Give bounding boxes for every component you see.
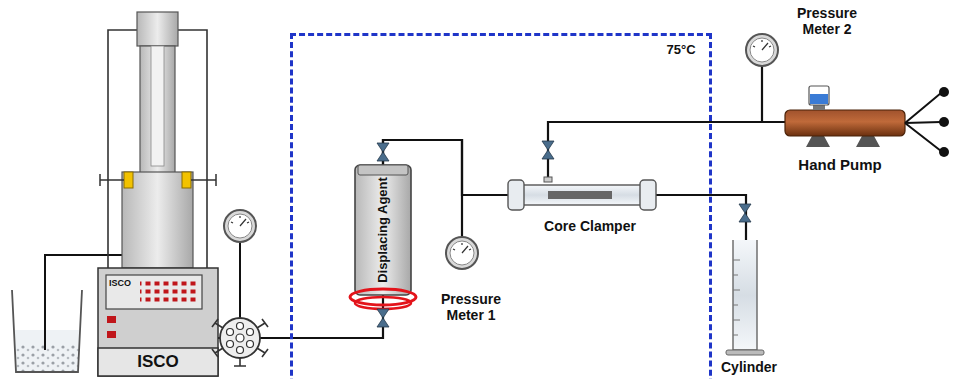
pressure-gauge — [224, 210, 256, 242]
six-port-valve — [237, 347, 244, 354]
label-slot: Pressure Meter 1 — [427, 289, 515, 325]
piston-vessel — [350, 165, 416, 309]
six-port-valve — [237, 323, 244, 330]
syringe-pump — [98, 348, 218, 376]
oven-region: 75°C Displacing AgentPressure Meter 1 Core… — [290, 33, 712, 379]
component-label: Cylinder — [706, 359, 792, 375]
pressure-meter: Pressure Meter 2 — [747, 35, 777, 65]
graduated-cylinder — [733, 260, 740, 335]
hand-pump: Hand Pump — [785, 110, 905, 136]
syringe-pump — [98, 12, 218, 376]
hand-pump — [905, 93, 941, 151]
core-holder — [548, 191, 612, 199]
six-port-valve — [227, 329, 234, 336]
hand-pump — [939, 87, 949, 97]
vessel-label: Displacing Agent — [376, 170, 391, 290]
syringe-pump — [98, 268, 218, 376]
label-slot: Cylinder — [706, 358, 792, 376]
syringe-pump — [100, 174, 216, 186]
graduated-cylinder — [726, 350, 764, 355]
pump-base: ISCO ISCO — [98, 268, 218, 376]
syringe-pump — [107, 316, 116, 323]
six-port-valve — [212, 319, 268, 366]
needle-valve — [739, 204, 751, 222]
pressure-gauge — [446, 237, 478, 269]
syringe-pump — [106, 275, 202, 309]
six-port-valve — [227, 341, 234, 348]
graduated-cylinder: Cylinder — [733, 240, 759, 355]
hand-pump — [809, 86, 829, 105]
pressure-gauge — [750, 38, 774, 62]
hand-pump — [785, 86, 949, 157]
beaker — [12, 290, 82, 372]
piston-vessel — [358, 165, 408, 175]
pressure-gauge — [450, 241, 474, 265]
pressure-gauge — [746, 34, 778, 66]
syringe-pump — [182, 172, 191, 188]
pressure-gauge — [228, 214, 252, 238]
piston-vessel — [355, 297, 411, 309]
syringe-pump — [151, 46, 164, 166]
core-holder — [508, 177, 656, 210]
needle-valve — [542, 141, 554, 159]
pressure-gauge — [746, 34, 778, 66]
component-label: ISCO — [109, 278, 139, 288]
core-clamper: Core Clamper — [508, 180, 656, 210]
six-port-valve — [239, 241, 241, 318]
core-holder — [508, 180, 524, 210]
syringe-pump — [122, 172, 193, 268]
syringe-pump — [140, 46, 175, 176]
six-port-valve — [212, 241, 268, 366]
hand-pump — [939, 147, 949, 157]
syringe-pump — [124, 172, 133, 188]
piston-vessel — [355, 165, 411, 295]
pressure-gauge — [231, 216, 249, 226]
beaker — [15, 330, 79, 371]
pipe-line — [656, 195, 746, 240]
label-slot: ISCO — [109, 277, 139, 289]
beaker — [15, 345, 79, 371]
pipe-line — [548, 122, 785, 180]
label-slot: Hand Pump — [782, 155, 898, 175]
syringe-pump — [140, 279, 199, 305]
label-slot: Pressure Meter 2 — [786, 3, 868, 39]
six-port-valve — [247, 341, 254, 348]
component-label: Pressure Meter 1 — [427, 291, 515, 323]
component-label: Core Clamper — [522, 218, 658, 234]
core-holder — [544, 177, 552, 182]
pressure-gauge — [753, 40, 771, 50]
hand-pump — [785, 110, 905, 136]
pressure-meter: Pressure Meter 1 — [446, 237, 478, 269]
hand-pump — [806, 136, 880, 147]
component-label: ISCO — [98, 352, 218, 372]
syringe-pump — [137, 12, 178, 46]
pressure-gauge — [224, 210, 256, 242]
label-slot: Core Clamper — [522, 217, 658, 235]
pressure-gauge — [453, 243, 471, 253]
needle-valve — [377, 141, 751, 327]
label-slot: Displacing Agent — [361, 170, 405, 290]
six-port-valve — [236, 334, 244, 342]
syringe-pump — [107, 331, 116, 338]
graduated-cylinder — [733, 240, 757, 350]
needle-valve — [377, 143, 389, 161]
core-holder — [640, 180, 656, 210]
graduated-cylinder — [726, 240, 764, 355]
component-label: Hand Pump — [782, 156, 898, 173]
pressure-gauge — [446, 237, 478, 269]
label-slot: ISCO — [98, 350, 218, 374]
pipe-line — [762, 65, 785, 122]
displacing-agent-vessel: Displacing Agent — [355, 165, 411, 295]
hand-pump — [810, 94, 828, 104]
needle-valve — [377, 309, 389, 327]
six-port-valve — [220, 318, 260, 358]
core-holder — [522, 185, 642, 205]
label-slot: 75°C — [653, 41, 709, 59]
component-label: 75°C — [653, 43, 709, 58]
hand-pump — [939, 117, 949, 127]
component-label: Pressure Meter 2 — [786, 5, 868, 37]
six-port-valve — [247, 329, 254, 336]
